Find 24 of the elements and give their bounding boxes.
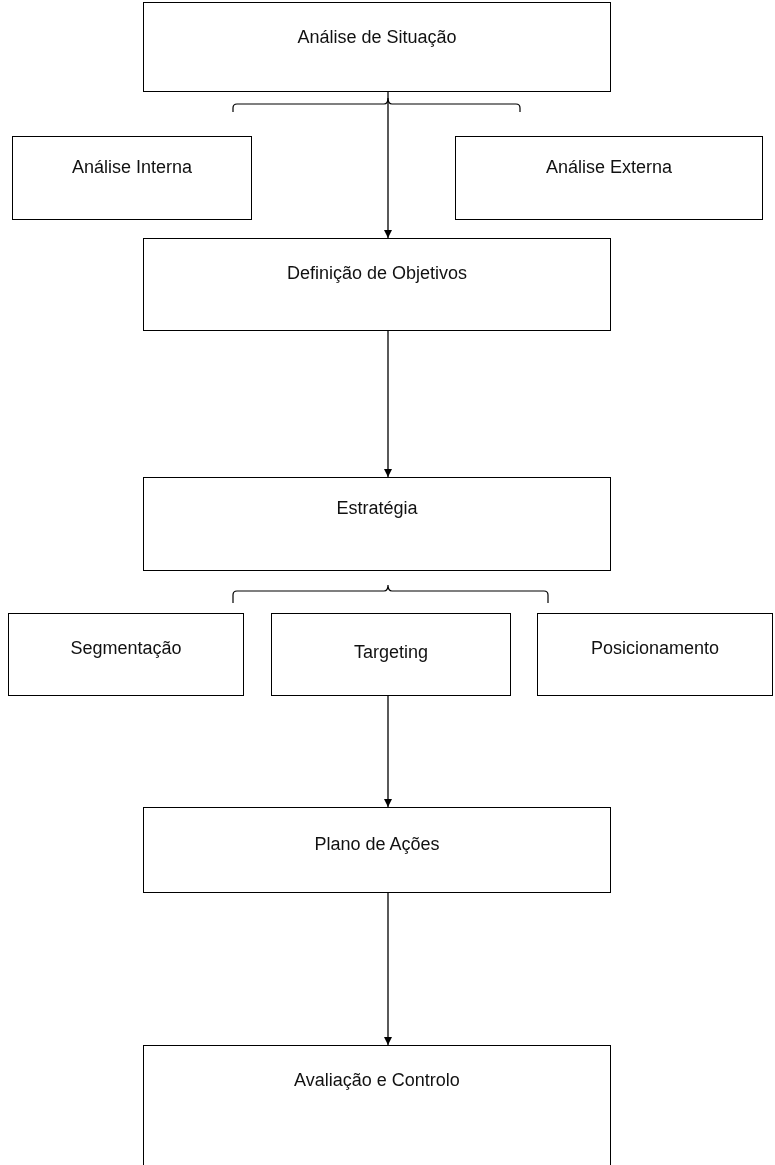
process-box [8, 613, 244, 696]
process-box [12, 136, 252, 220]
box-label: Análise Externa [544, 157, 674, 178]
arrow [384, 892, 392, 1046]
process-box [143, 2, 611, 92]
process-box [143, 807, 611, 893]
process-box [143, 1045, 611, 1165]
process-box [271, 613, 511, 696]
box-label: Estratégia [335, 498, 419, 519]
process-box [537, 613, 773, 696]
process-box [455, 136, 763, 220]
box-label: Análise de Situação [296, 27, 458, 48]
box-label: Segmentação [69, 638, 183, 659]
process-box [143, 238, 611, 331]
process-box [143, 477, 611, 571]
box-label: Posicionamento [589, 638, 721, 659]
box-label: Avaliação e Controlo [293, 1070, 461, 1091]
box-label: Definição de Objetivos [285, 263, 469, 284]
box-label: Análise Interna [70, 157, 194, 178]
arrow [384, 695, 392, 808]
box-label: Plano de Ações [313, 834, 441, 855]
arrow [384, 91, 392, 239]
arrow [384, 330, 392, 478]
box-label: Targeting [352, 642, 430, 663]
